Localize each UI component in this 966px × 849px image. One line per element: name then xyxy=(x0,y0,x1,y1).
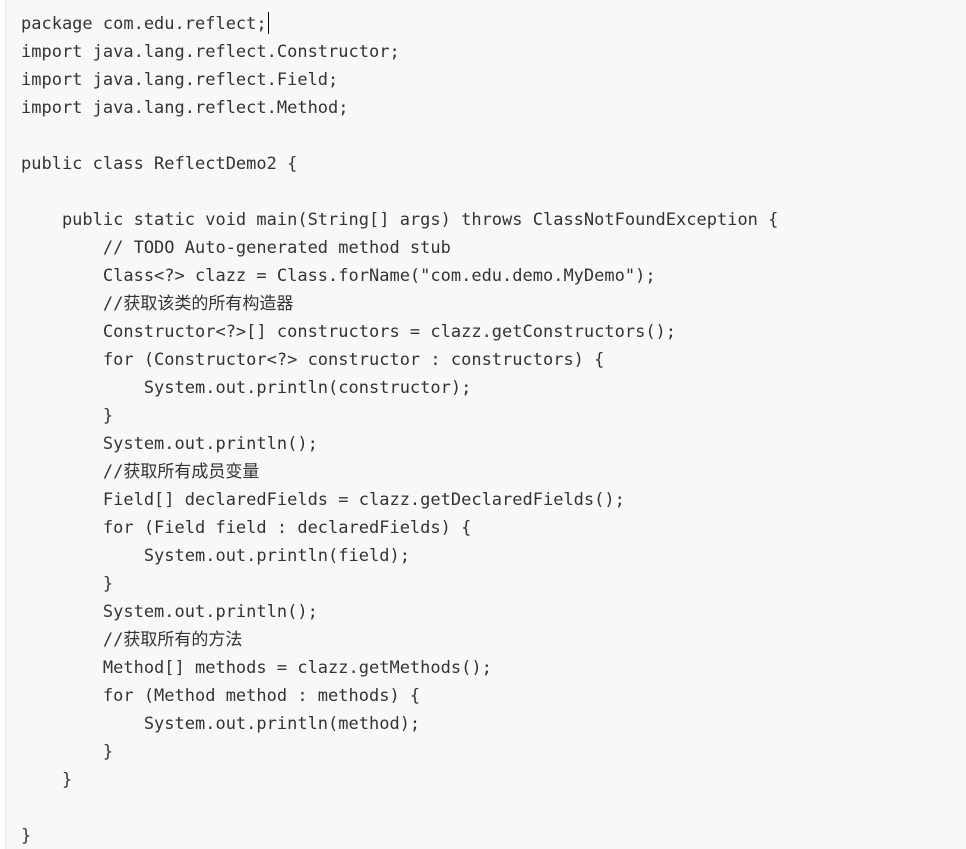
code-line[interactable]: } xyxy=(21,406,114,426)
code-line[interactable]: System.out.println(constructor); xyxy=(21,378,472,398)
code-line[interactable]: Class<?> clazz = Class.forName("com.edu.… xyxy=(21,266,656,286)
code-line[interactable]: System.out.println(field); xyxy=(21,546,410,566)
code-line[interactable]: import java.lang.reflect.Constructor; xyxy=(21,42,400,62)
code-line[interactable]: Constructor<?>[] constructors = clazz.ge… xyxy=(21,322,677,342)
code-block[interactable]: package com.edu.reflect; import java.lang… xyxy=(5,0,966,849)
text-cursor xyxy=(267,12,269,34)
code-line[interactable]: } xyxy=(21,742,114,762)
code-line[interactable]: import java.lang.reflect.Method; xyxy=(21,98,349,118)
code-line[interactable]: System.out.println(); xyxy=(21,602,318,622)
code-line[interactable]: //获取该类的所有构造器 xyxy=(21,294,294,314)
code-line[interactable]: public class ReflectDemo2 { xyxy=(21,154,298,174)
code-line[interactable]: import java.lang.reflect.Field; xyxy=(21,70,339,90)
code-line[interactable]: Method[] methods = clazz.getMethods(); xyxy=(21,658,492,678)
code-line[interactable]: for (Field field : declaredFields) { xyxy=(21,518,472,538)
code-line[interactable]: } xyxy=(21,770,73,790)
code-line[interactable]: } xyxy=(21,826,32,846)
code-line[interactable]: } xyxy=(21,574,114,594)
code-line[interactable]: // TODO Auto-generated method stub xyxy=(21,238,451,258)
code-line[interactable]: public static void main(String[] args) t… xyxy=(21,210,779,230)
code-line[interactable]: //获取所有成员变量 xyxy=(21,462,260,482)
code-line[interactable]: //获取所有的方法 xyxy=(21,630,243,650)
code-line[interactable]: for (Constructor<?> constructor : constr… xyxy=(21,350,605,370)
code-line[interactable]: Field[] declaredFields = clazz.getDeclar… xyxy=(21,490,625,510)
code-line[interactable]: System.out.println(); xyxy=(21,434,318,454)
code-line[interactable]: package com.edu.reflect; xyxy=(21,12,269,34)
code-line[interactable] xyxy=(21,178,778,206)
code-line[interactable]: for (Method method : methods) { xyxy=(21,686,421,706)
code-line[interactable]: System.out.println(method); xyxy=(21,714,421,734)
code-text[interactable]: package com.edu.reflect; import java.lang… xyxy=(21,10,778,849)
code-line[interactable] xyxy=(21,794,778,822)
code-line[interactable] xyxy=(21,122,778,150)
